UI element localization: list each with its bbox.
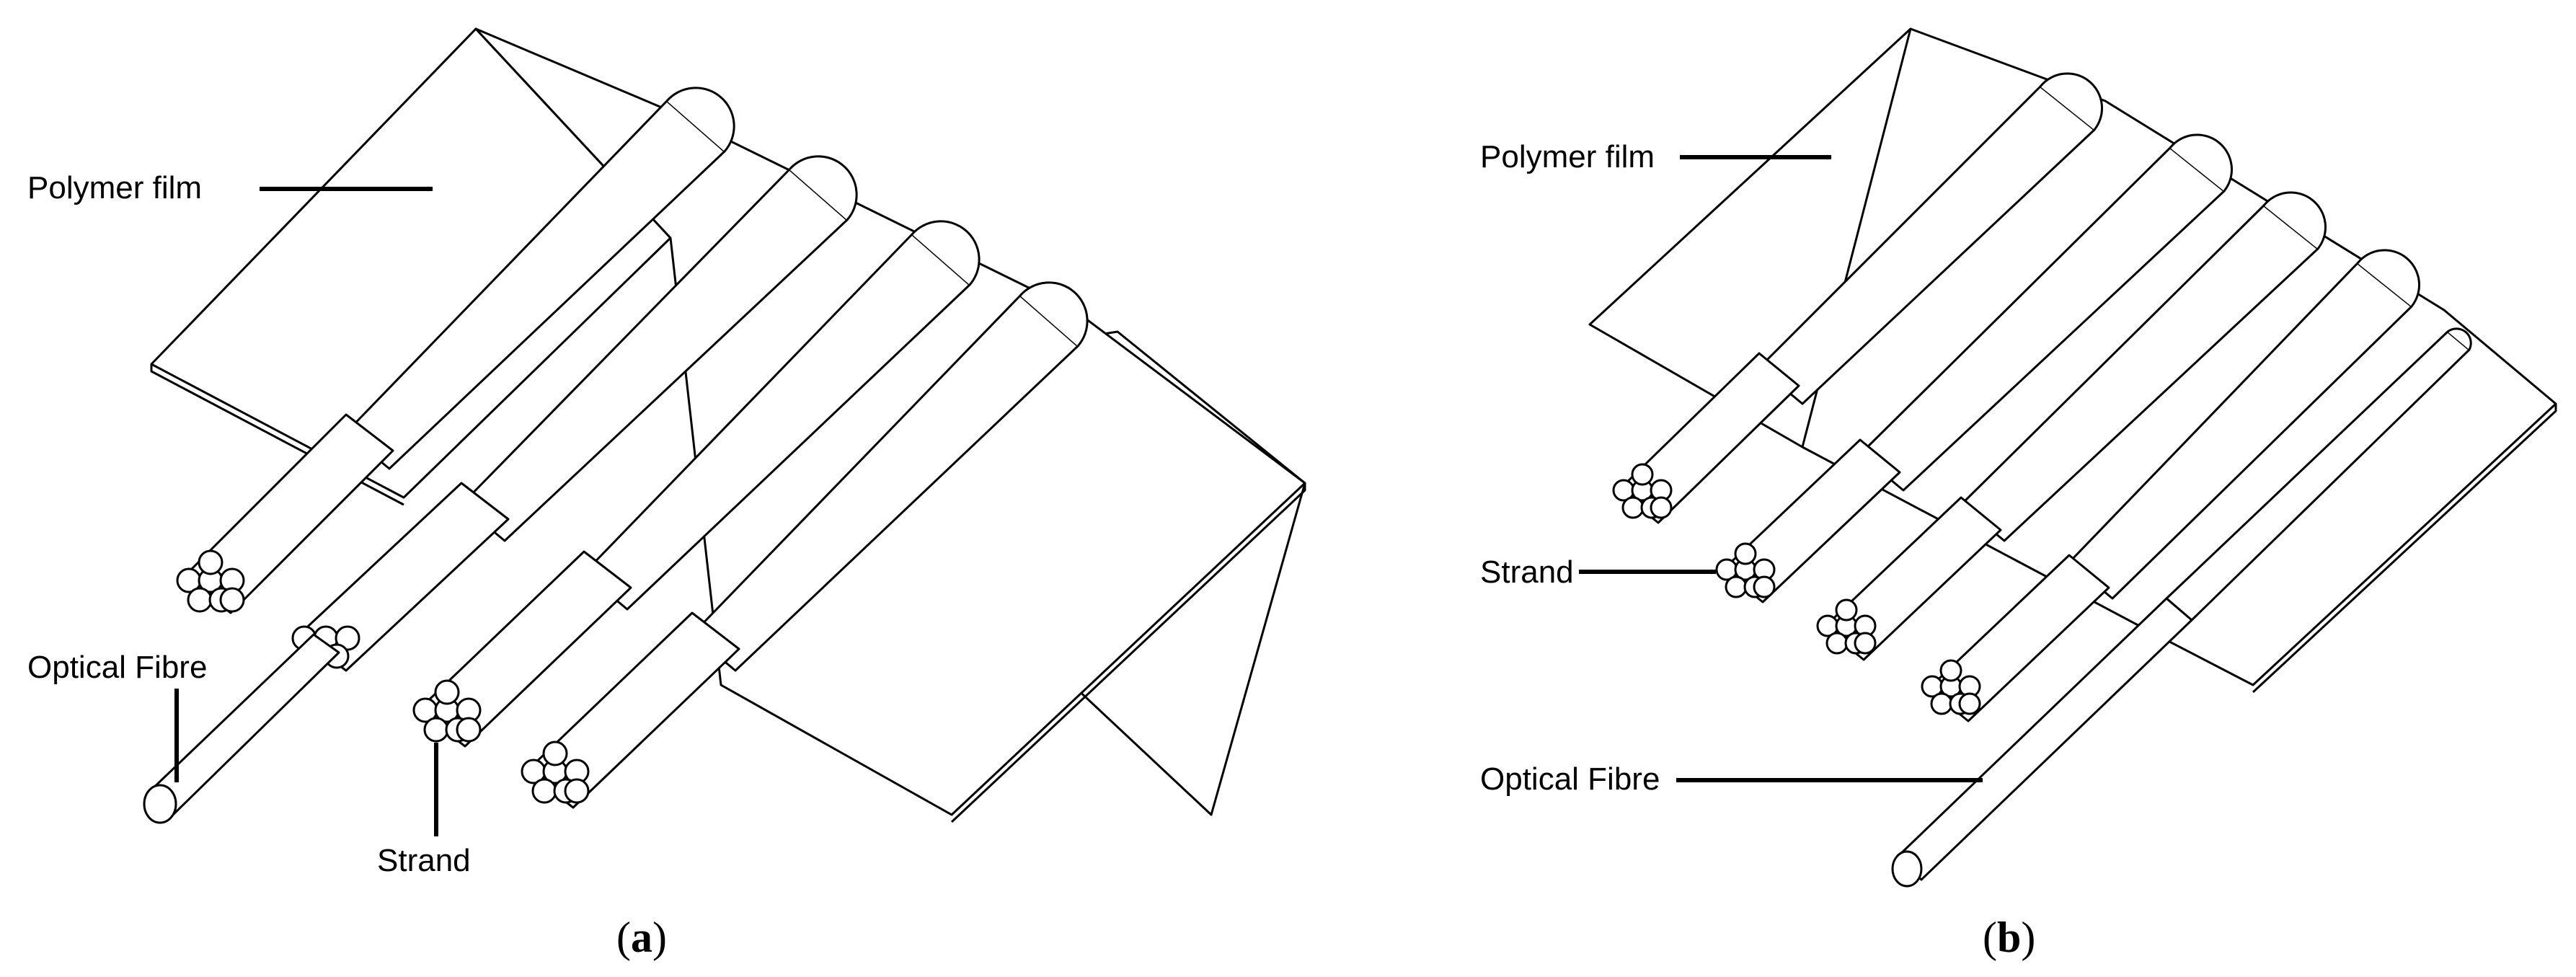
caption-b-open: ( xyxy=(1983,914,1997,961)
strand-bundle-3 xyxy=(412,550,632,748)
label-polymer-film-a: Polymer film xyxy=(27,170,202,205)
strand-bundle-1 xyxy=(176,413,394,614)
label-polymer-film-b: Polymer film xyxy=(1480,139,1655,174)
caption-a: (a) xyxy=(616,914,667,961)
label-strand-b: Strand xyxy=(1480,554,1574,590)
caption-b-letter: b xyxy=(1997,914,2021,961)
film-edge-b xyxy=(2252,404,2557,694)
strand-bundle-b4 xyxy=(1921,554,2110,722)
strand-bundle-b3 xyxy=(1816,496,2002,661)
caption-b-close: ) xyxy=(2021,914,2035,961)
film-edge xyxy=(950,483,1306,823)
label-strand-a: Strand xyxy=(377,843,471,878)
panel-b xyxy=(1588,27,2557,888)
cable-sheath-b2 xyxy=(1859,133,2234,492)
cable-sheath-1 xyxy=(345,87,735,470)
cable-sheath-4 xyxy=(691,281,1089,672)
caption-a-open: ( xyxy=(616,914,631,961)
label-optical-fibre-b: Optical Fibre xyxy=(1480,761,1660,797)
cable-sheath-2 xyxy=(460,155,858,542)
panel-b-annotations: Polymer film Strand Optical Fibre (b) xyxy=(1480,139,2035,961)
strand-bundle-b2 xyxy=(1715,438,1901,604)
strand-bundle-b1 xyxy=(1612,352,1800,524)
cable-sheath-b4 xyxy=(2068,249,2421,600)
panel-a xyxy=(143,27,1306,824)
caption-b: (b) xyxy=(1983,914,2035,961)
cable-sheath-b1 xyxy=(1758,72,2104,405)
caption-a-close: ) xyxy=(652,914,667,961)
optical-fibre-a xyxy=(143,633,340,824)
caption-a-letter: a xyxy=(631,914,652,961)
label-optical-fibre-a: Optical Fibre xyxy=(27,650,207,685)
optical-fibre-b xyxy=(1891,597,2193,888)
panel-a-annotations: Polymer film Optical Fibre Strand (a) xyxy=(27,170,667,961)
cable-sheath-3 xyxy=(583,220,981,611)
strand-bundle-4 xyxy=(521,611,740,809)
cable-sheath-b3 xyxy=(1960,191,2327,542)
